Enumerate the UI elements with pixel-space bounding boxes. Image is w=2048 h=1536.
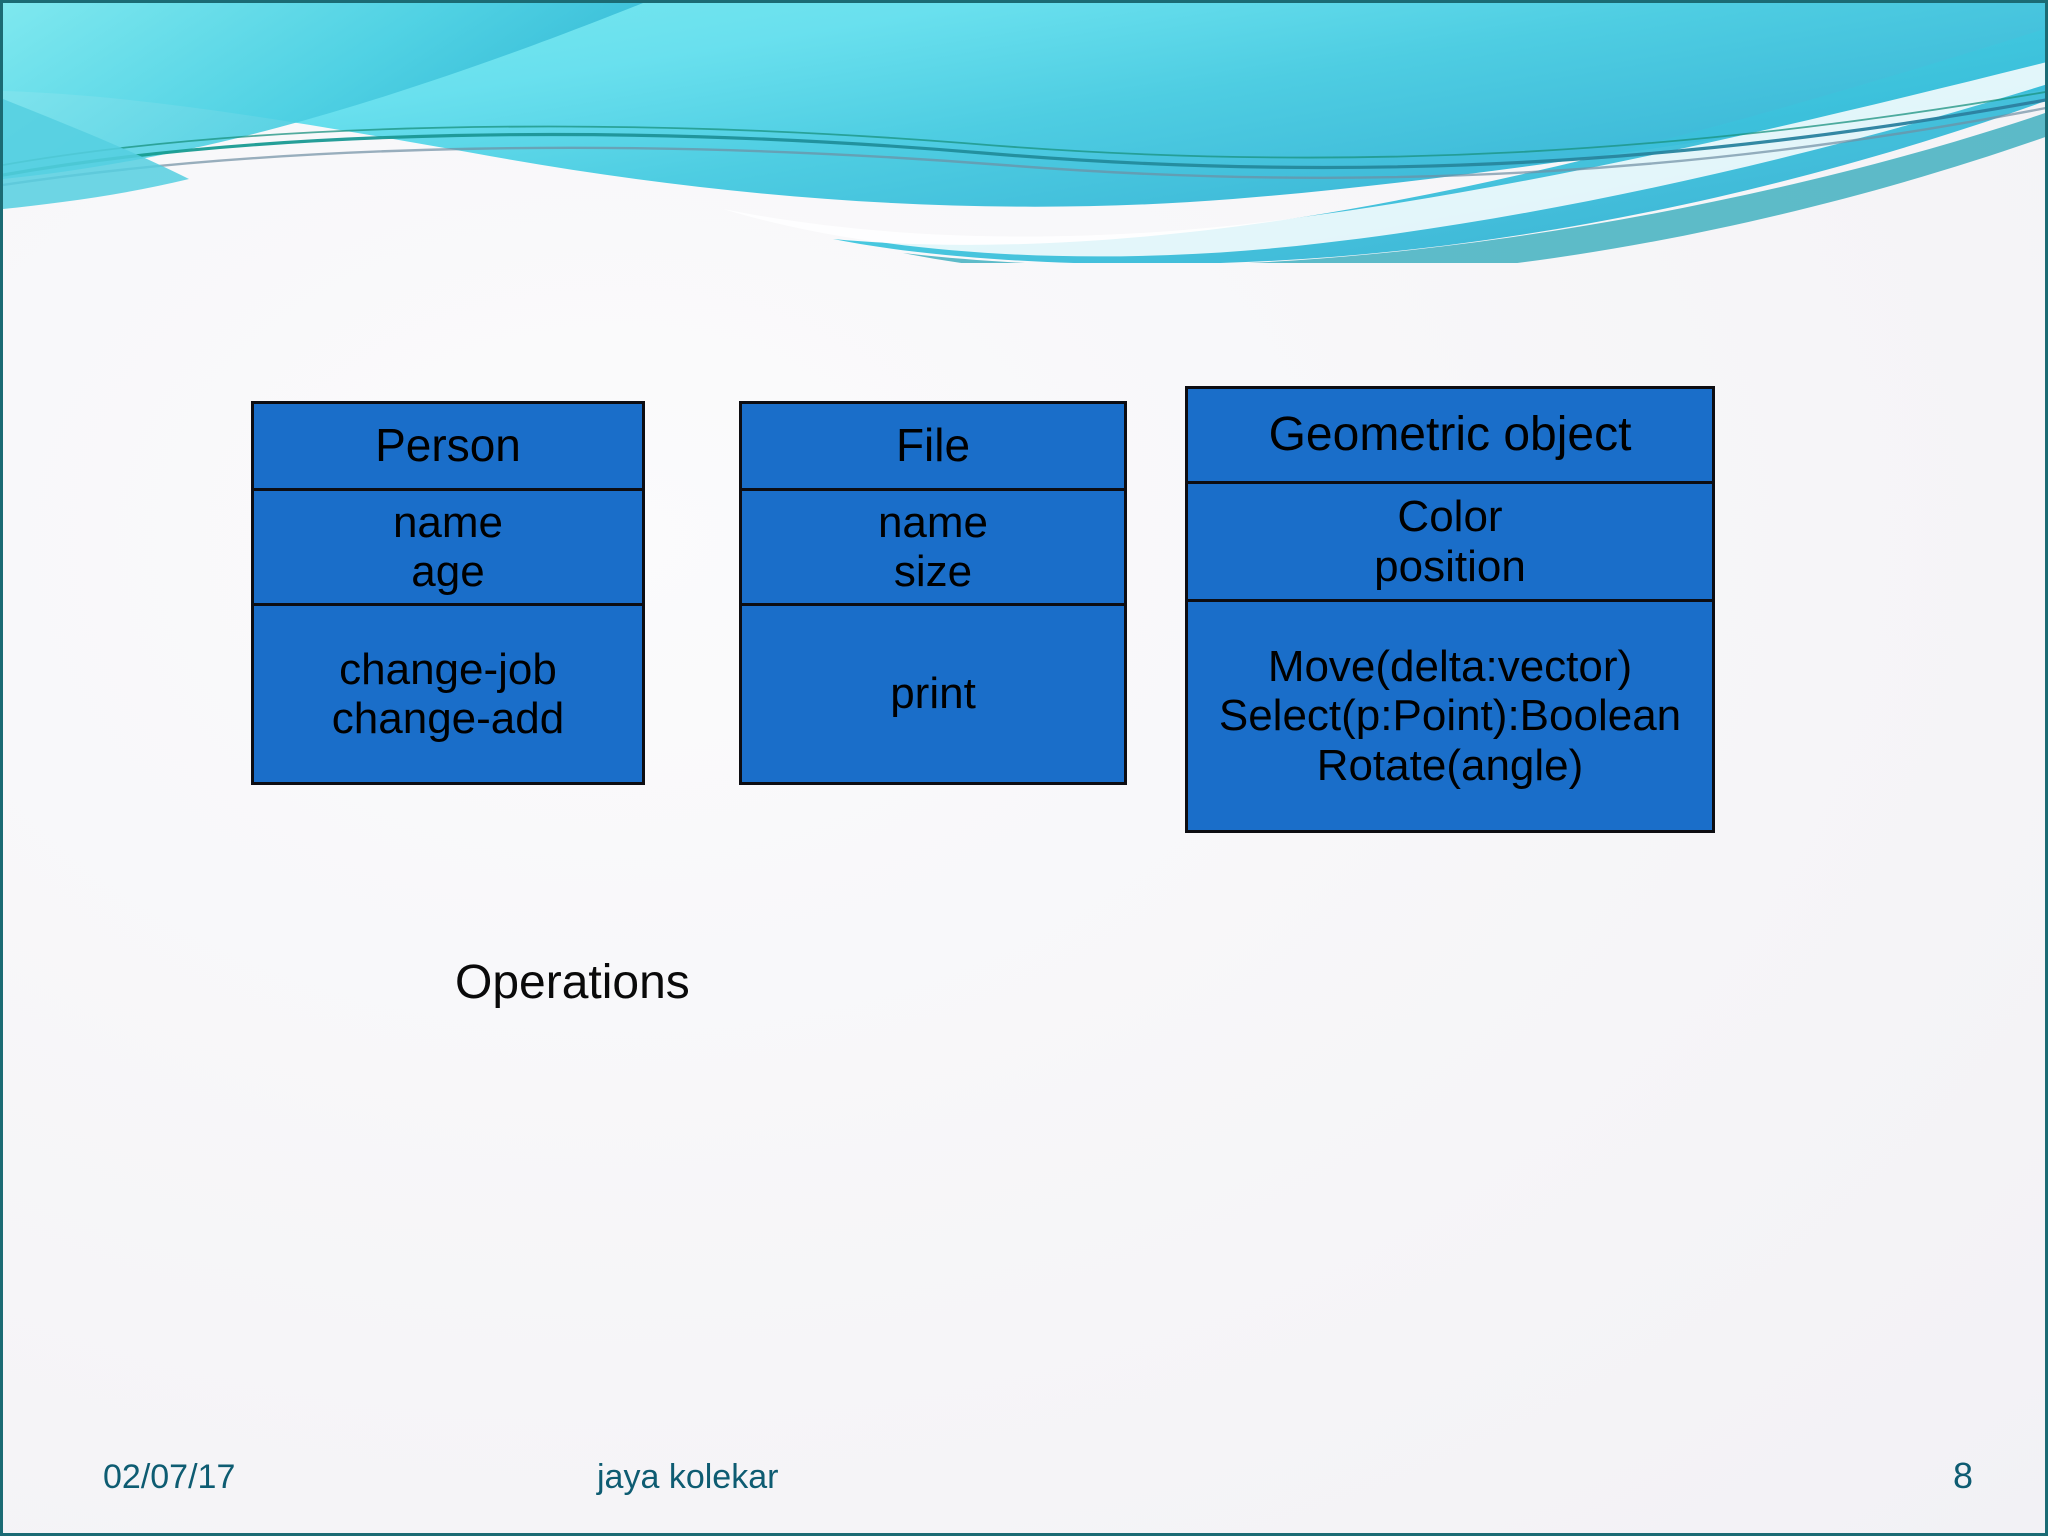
- class-operations-compartment: Move(delta:vector) Select(p:Point):Boole…: [1188, 599, 1712, 830]
- operation-item: Select(p:Point):Boolean: [1218, 691, 1682, 741]
- class-box-person[interactable]: Person name age change-job change-add: [251, 401, 645, 785]
- operation-item: change-job: [339, 644, 557, 694]
- class-name-compartment: Person: [254, 404, 642, 488]
- class-operations-compartment: change-job change-add: [254, 603, 642, 782]
- class-attributes-compartment: name size: [742, 488, 1124, 603]
- attribute-item: Color: [1397, 492, 1503, 542]
- class-operations-compartment: print: [742, 603, 1124, 782]
- operation-item: Move(delta:vector): [1267, 642, 1633, 692]
- operations-caption-label: Operations: [455, 956, 690, 1009]
- attribute-item: position: [1374, 541, 1526, 591]
- operation-item: print: [890, 669, 976, 719]
- class-box-geometric-object[interactable]: Geometric object Color position Move(del…: [1185, 386, 1715, 833]
- footer-author: jaya kolekar: [597, 1458, 779, 1496]
- class-name: Geometric object: [1268, 408, 1632, 462]
- class-name-compartment: File: [742, 404, 1124, 488]
- attribute-item: size: [893, 547, 973, 596]
- footer-page-number: 8: [1952, 1455, 1973, 1496]
- class-box-file[interactable]: File name size print: [739, 401, 1127, 785]
- attribute-item: name: [392, 497, 504, 547]
- header-wave-decoration: [3, 3, 2045, 263]
- class-name: File: [895, 419, 971, 472]
- operation-item: change-add: [331, 694, 565, 743]
- class-name-compartment: Geometric object: [1188, 389, 1712, 481]
- class-name: Person: [375, 419, 521, 472]
- operation-item: Rotate(angle): [1316, 740, 1584, 790]
- class-attributes-compartment: name age: [254, 488, 642, 603]
- attribute-item: age: [411, 547, 485, 596]
- footer-date: 02/07/17: [103, 1458, 236, 1496]
- attribute-item: name: [877, 497, 989, 547]
- class-attributes-compartment: Color position: [1188, 481, 1712, 599]
